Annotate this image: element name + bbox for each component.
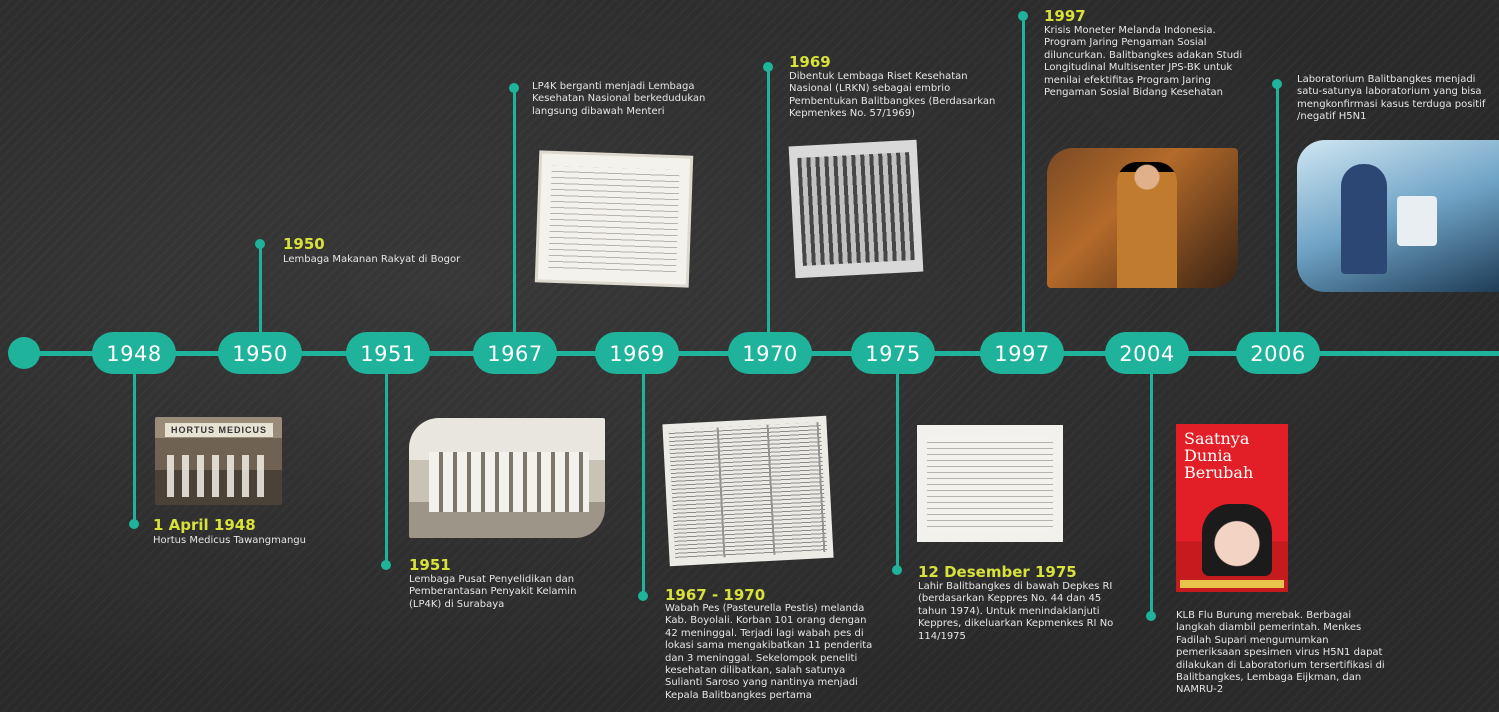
event-desc-1969: Dibentuk Lembaga Riset Kesehatan Nasiona… (789, 71, 996, 120)
year-pill-1969: 1969 (595, 332, 679, 374)
photo-hortus-medicus: HORTUS MEDICUS (155, 417, 282, 505)
year-pill-2004: 2004 (1105, 332, 1189, 374)
stem-2004 (1150, 372, 1153, 616)
dot-1950 (255, 239, 265, 249)
photo-speech-1997 (1047, 148, 1238, 288)
timeline-start-dot (8, 337, 40, 369)
stem-1951 (385, 372, 388, 566)
event-desc-1997: Krisis Moneter Melanda Indonesia. Progra… (1044, 25, 1243, 99)
event-desc-1975: Lahir Balitbangkes di bawah Depkes RI (b… (918, 581, 1114, 642)
dot-1975 (892, 565, 902, 575)
event-date-1997: 1997 (1044, 7, 1086, 25)
dot-2006 (1272, 79, 1282, 89)
event-date-1950: 1950 (283, 235, 325, 253)
event-desc-1951: Lembaga Pusat Penyelidikan dan Pemberant… (409, 574, 577, 610)
stem-1969 (642, 372, 645, 596)
photo-book-cover: Saatnya Dunia Berubah (1176, 424, 1288, 592)
event-desc-2006: Laboratorium Balitbangkes menjadi satu-s… (1297, 74, 1486, 123)
photo-document-1967 (537, 153, 691, 285)
photo-newspaper-1969 (788, 139, 924, 279)
book-title: Saatnya Dunia Berubah (1184, 429, 1254, 482)
dot-2004 (1146, 611, 1156, 621)
stem-1967 (513, 88, 516, 334)
year-pill-1948: 1948 (92, 332, 176, 374)
year-pill-1975: 1975 (851, 332, 935, 374)
dot-1969 (638, 591, 648, 601)
event-desc-2004: KLB Flu Burung merebak. Berbagai langkah… (1176, 610, 1385, 696)
year-pill-1970: 1970 (728, 332, 812, 374)
event-date-1948: 1 April 1948 (153, 516, 256, 534)
photo-laboratory-2006 (1297, 140, 1499, 292)
photo-hortus-sign: HORTUS MEDICUS (165, 423, 273, 437)
stem-2006 (1276, 84, 1279, 334)
year-pill-1997: 1997 (980, 332, 1064, 374)
year-pill-1950: 1950 (218, 332, 302, 374)
photo-lp4k-building (409, 418, 605, 538)
stem-1950 (259, 245, 262, 334)
event-date-1967-1970: 1967 - 1970 (665, 586, 766, 604)
stem-1970 (767, 68, 770, 334)
dot-1970 (763, 62, 773, 72)
year-pill-1951: 1951 (346, 332, 430, 374)
dot-1951 (381, 560, 391, 570)
photo-newspaper-pes (662, 415, 834, 567)
event-desc-1967: LP4K berganti menjadi Lembaga Kesehatan … (532, 81, 706, 117)
event-desc-1967-1970: Wabah Pes (Pasteurella Pestis) melanda K… (665, 603, 873, 701)
year-pill-1967: 1967 (473, 332, 557, 374)
event-date-1975: 12 Desember 1975 (918, 563, 1077, 581)
event-date-1951: 1951 (409, 556, 451, 574)
dot-1997 (1018, 11, 1028, 21)
event-desc-1948: Hortus Medicus Tawangmangu (153, 535, 306, 546)
dot-1967 (509, 83, 519, 93)
stem-1948 (133, 372, 136, 524)
year-pill-2006: 2006 (1236, 332, 1320, 374)
dot-1948 (129, 519, 139, 529)
event-date-1969: 1969 (789, 53, 831, 71)
stem-1997 (1022, 17, 1025, 334)
photo-document-1975 (917, 425, 1063, 542)
event-desc-1950: Lembaga Makanan Rakyat di Bogor (283, 254, 461, 265)
stem-1975 (896, 372, 899, 570)
